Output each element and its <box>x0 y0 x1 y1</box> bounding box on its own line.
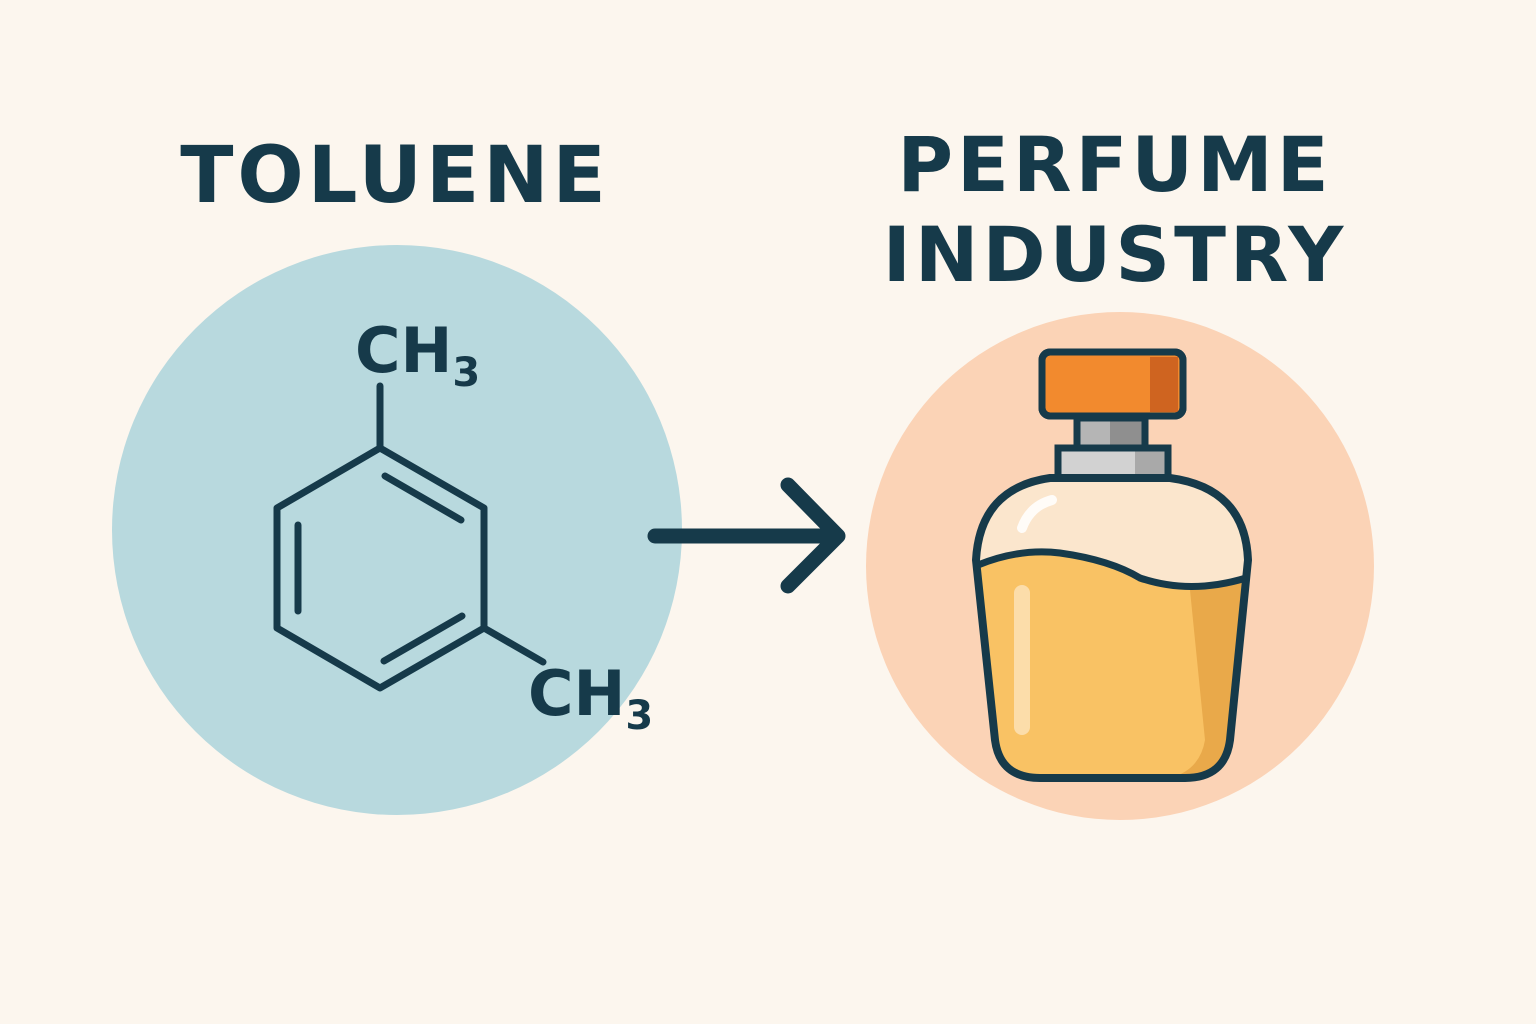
methyl-bond-bottom <box>480 624 547 666</box>
methyl-label-top: CH3 <box>355 314 480 396</box>
right-arrow-icon <box>647 477 846 594</box>
bottle-liquid <box>978 551 1246 778</box>
double-bond-top-right <box>381 472 465 524</box>
perfume-industry-title: PERFUME INDUSTRY <box>870 120 1360 300</box>
toluene-structure-icon <box>273 382 547 692</box>
double-bond-bottom-right <box>380 612 466 665</box>
bottle-outline <box>972 474 1252 782</box>
toluene-title: TOLUENE <box>180 131 610 221</box>
toluene-circle <box>112 245 682 815</box>
methyl-label-bottom: CH3 <box>528 657 653 739</box>
perfume-industry-title-line1: PERFUME <box>897 120 1333 209</box>
perfume-bottle-icon <box>972 348 1252 782</box>
bottle-cap-shade <box>1150 357 1178 412</box>
benzene-ring <box>273 444 488 692</box>
perfume-industry-title-line2: INDUSTRY <box>882 210 1348 299</box>
